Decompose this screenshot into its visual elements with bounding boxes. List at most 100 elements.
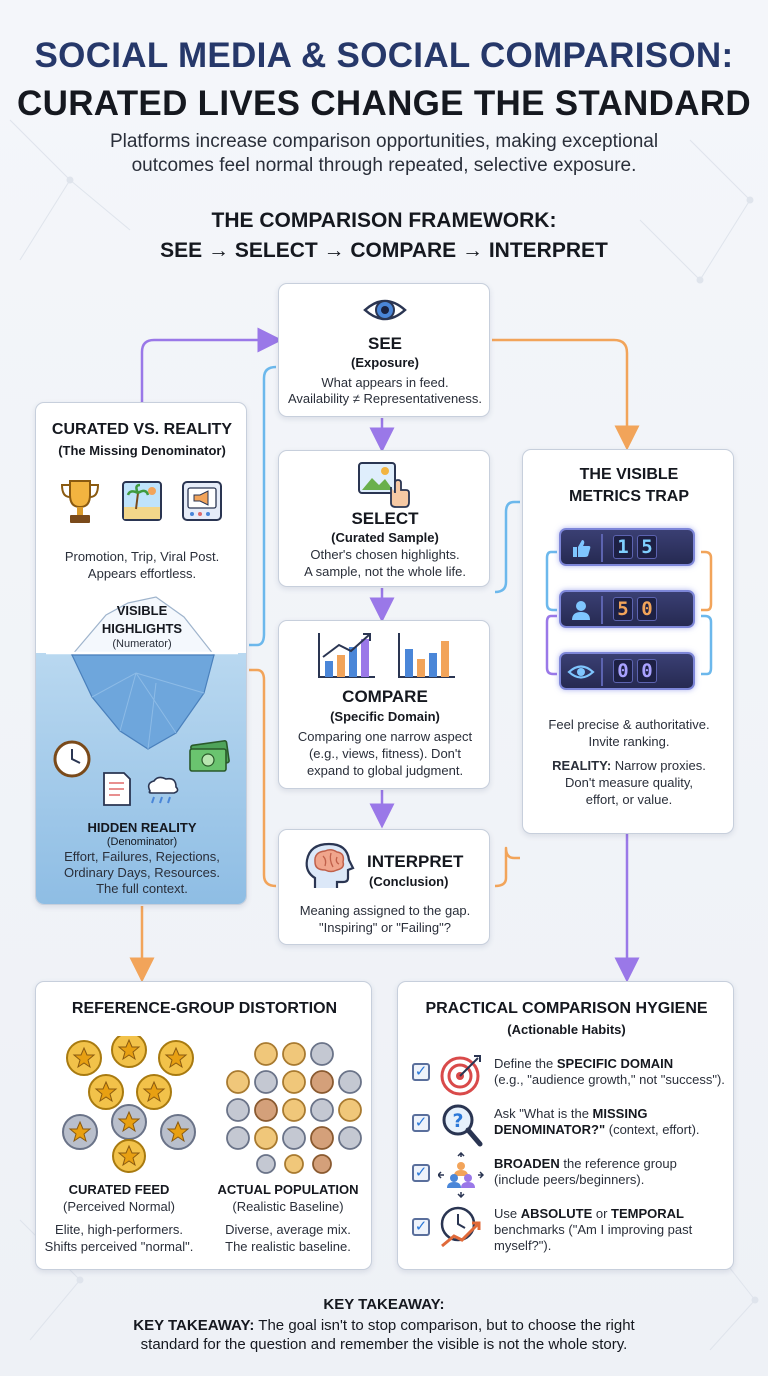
bar-chart-up-icon <box>318 633 375 678</box>
metrics-reality-line: REALITY: Narrow proxies. <box>523 758 735 774</box>
compare-title: COMPARE <box>342 687 428 706</box>
takeaway-label: KEY TAKEAWAY: <box>133 1317 255 1334</box>
compare-line-3: expand to global judgment. <box>306 763 464 778</box>
checkbox-icon: ✓ <box>412 1114 430 1132</box>
hygiene-item-2-pre: Ask "What is the <box>494 1106 593 1121</box>
head-brain-icon <box>305 842 355 888</box>
beach-photo-icon <box>122 481 162 521</box>
curated-title: CURATED VS. REALITY <box>51 421 233 438</box>
followers-counter: 5 0 <box>559 590 695 628</box>
framework-title-line-2: SEE → SELECT → COMPARE → INTERPRET <box>160 239 608 262</box>
hidden-line-2: Ordinary Days, Resources. <box>63 865 221 880</box>
population-cluster <box>226 1042 362 1174</box>
see-card: SEE (Exposure) What appears in feed. Ava… <box>278 283 490 417</box>
hygiene-item-2-bold-2: DENOMINATOR?" <box>494 1122 606 1137</box>
metrics-title-line-2: METRICS TRAP <box>569 488 689 505</box>
reality-text: Narrow proxies. <box>614 758 706 773</box>
hygiene-item-1-pre: Define the <box>494 1056 557 1071</box>
interpret-title: INTERPRET <box>367 852 464 871</box>
curated-line-1: Promotion, Trip, Viral Post. <box>64 549 220 564</box>
select-title: SELECT <box>351 509 419 528</box>
likes-digit-2: 5 <box>637 535 657 559</box>
hidden-line-3: The full context. <box>96 881 188 896</box>
hygiene-item-4-text: Use ABSOLUTE or TEMPORAL benchmarks ("Am… <box>494 1206 734 1254</box>
iceberg-illustration <box>46 596 238 750</box>
see-line-1: What appears in feed. <box>321 375 449 390</box>
hygiene-item-3-line2: (include peers/beginners). <box>494 1172 645 1187</box>
curated-feed-title: CURATED FEED <box>68 1182 170 1197</box>
metrics-line-2: Invite ranking. <box>588 734 670 749</box>
takeaway-text: KEY TAKEAWAY: The goal isn't to stop com… <box>0 1316 768 1354</box>
curated-line-2: Appears effortless. <box>87 566 197 581</box>
subtitle: Platforms increase comparison opportunit… <box>0 130 768 178</box>
takeaway-text-1: The goal isn't to stop comparison, but t… <box>254 1317 635 1334</box>
money-icon <box>189 740 230 772</box>
bar-chart-icon <box>398 633 455 678</box>
checkbox-icon: ✓ <box>412 1218 430 1236</box>
hygiene-item-4-pre: Use <box>494 1206 521 1221</box>
eye-icon <box>363 299 407 321</box>
compare-subtitle: (Specific Domain) <box>330 709 440 724</box>
target-icon <box>440 1055 481 1096</box>
distortion-title: REFERENCE-GROUP DISTORTION <box>71 1000 338 1017</box>
hygiene-item-4-bold: ABSOLUTE <box>520 1206 593 1221</box>
views-digit-2: 0 <box>637 659 657 683</box>
framework-title-line-1: THE COMPARISON FRAMEWORK: <box>211 209 557 232</box>
trophy-icon <box>60 480 100 523</box>
hygiene-item-2-bold: MISSING <box>592 1106 648 1121</box>
hidden-sub: (Denominator) <box>106 836 178 848</box>
visible-line-1: VISIBLE <box>116 603 168 618</box>
interpret-line-1: Meaning assigned to the gap. <box>299 903 471 918</box>
curated-feed-line-2: Shifts perceived "normal". <box>44 1239 194 1254</box>
select-card: SELECT (Curated Sample) Other's chosen h… <box>278 450 490 587</box>
views-digit-1: 0 <box>613 659 633 683</box>
hygiene-item-2-line2: (context, effort). <box>605 1122 700 1137</box>
select-subtitle: (Curated Sample) <box>331 530 439 545</box>
hygiene-item-3-bold: BROADEN <box>494 1156 560 1171</box>
curated-vs-reality-card: CURATED VS. REALITY (The Missing Denomin… <box>35 402 247 905</box>
curated-subtitle: (The Missing Denominator) <box>58 443 226 458</box>
curated-feed-line-1: Elite, high-performers. <box>55 1222 183 1237</box>
hygiene-item-1-text: Define the SPECIFIC DOMAIN (e.g., "audie… <box>494 1056 734 1088</box>
curated-feed-sub: (Perceived Normal) <box>63 1199 175 1214</box>
title-line-1: SOCIAL MEDIA & SOCIAL COMPARISON: <box>34 36 734 75</box>
viral-post-icon <box>182 481 222 521</box>
hygiene-item-1: ✓ Define the SPECIFIC DOMAIN (e.g., "aud… <box>412 1052 732 1096</box>
metrics-line-3: Don't measure quality, <box>565 775 693 790</box>
actual-population-line-1: Diverse, average mix. <box>225 1222 351 1237</box>
select-line-1: Other's chosen highlights. <box>310 547 460 562</box>
clock-trend-icon <box>440 1206 481 1248</box>
hygiene-item-2-text: Ask "What is the MISSING DENOMINATOR?" (… <box>494 1106 734 1138</box>
subtitle-line-1: Platforms increase comparison opportunit… <box>109 131 659 152</box>
interpret-subtitle: (Conclusion) <box>369 874 449 889</box>
hygiene-item-3-post: the reference group <box>559 1156 677 1171</box>
compare-line-1: Comparing one narrow aspect <box>297 729 473 744</box>
takeaway-line-1: KEY TAKEAWAY: The goal isn't to stop com… <box>0 1316 768 1335</box>
hygiene-item-3-text: BROADEN the reference group (include pee… <box>494 1156 734 1188</box>
counter-divider <box>601 534 603 562</box>
takeaway-heading: KEY TAKEAWAY: <box>323 1296 445 1313</box>
hygiene-item-4-bold-2: TEMPORAL <box>611 1206 684 1221</box>
counter-divider <box>601 658 603 686</box>
hygiene-item-4-line2: benchmarks ("Am I improving past <box>494 1222 693 1237</box>
subtitle-line-2: outcomes feel normal through repeated, s… <box>131 155 637 176</box>
metrics-cycle-arrows <box>545 550 713 676</box>
eye-icon <box>567 665 595 679</box>
reality-label: REALITY: <box>552 758 612 773</box>
title-line-2: CURATED LIVES CHANGE THE STANDARD <box>17 84 751 123</box>
followers-digit-1: 5 <box>613 597 633 621</box>
svg-text:?: ? <box>452 1110 463 1132</box>
interpret-line-2: "Inspiring" or "Failing"? <box>319 920 451 935</box>
checkbox-icon: ✓ <box>412 1063 430 1081</box>
takeaway-line-2: standard for the question and remember t… <box>140 1336 628 1353</box>
hygiene-item-4: ✓ Use ABSOLUTE or TEMPORAL benchmarks ("… <box>412 1204 732 1258</box>
hygiene-item-4-line3: myself?"). <box>494 1238 552 1253</box>
see-line-2: Availability ≠ Representativeness. <box>287 391 483 406</box>
star-performers-cluster <box>62 1036 196 1173</box>
rain-cloud-icon <box>147 776 179 804</box>
hygiene-item-1-line2: (e.g., "audience growth," not "success")… <box>494 1072 725 1087</box>
followers-digit-2: 0 <box>637 597 657 621</box>
likes-digit-1: 1 <box>613 535 633 559</box>
